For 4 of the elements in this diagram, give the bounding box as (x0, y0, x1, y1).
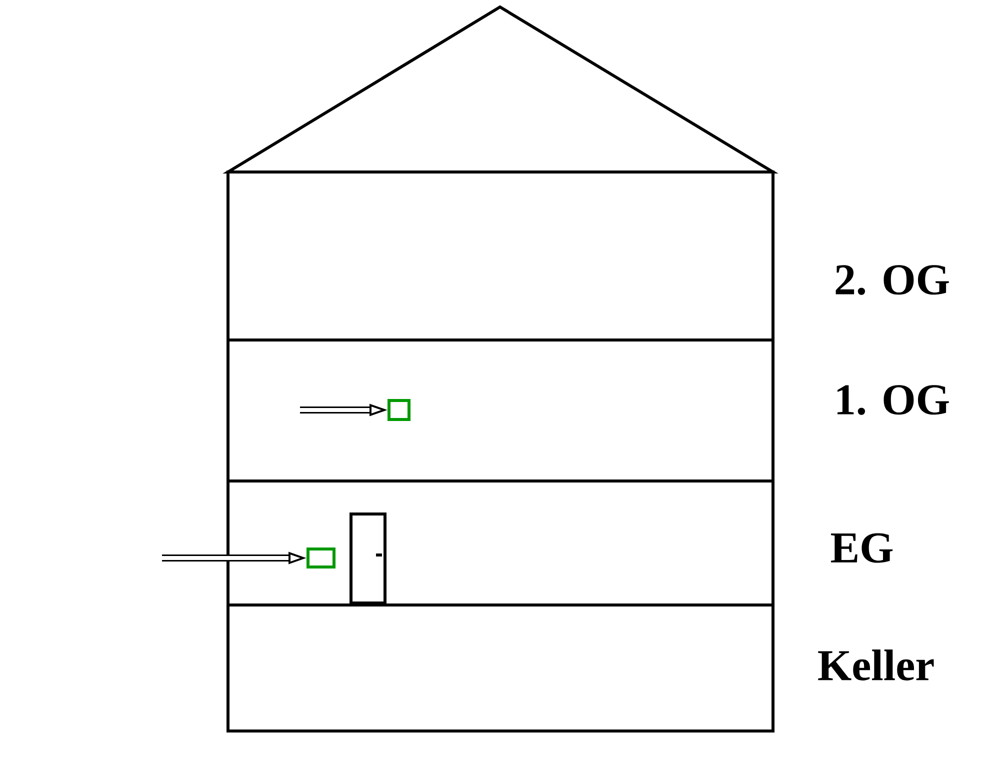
floor-label: EG (830, 533, 893, 563)
floor-label: 1. OG (837, 385, 949, 415)
floor-label: Keller (818, 650, 934, 680)
floor-label: 2. OG (836, 265, 949, 295)
